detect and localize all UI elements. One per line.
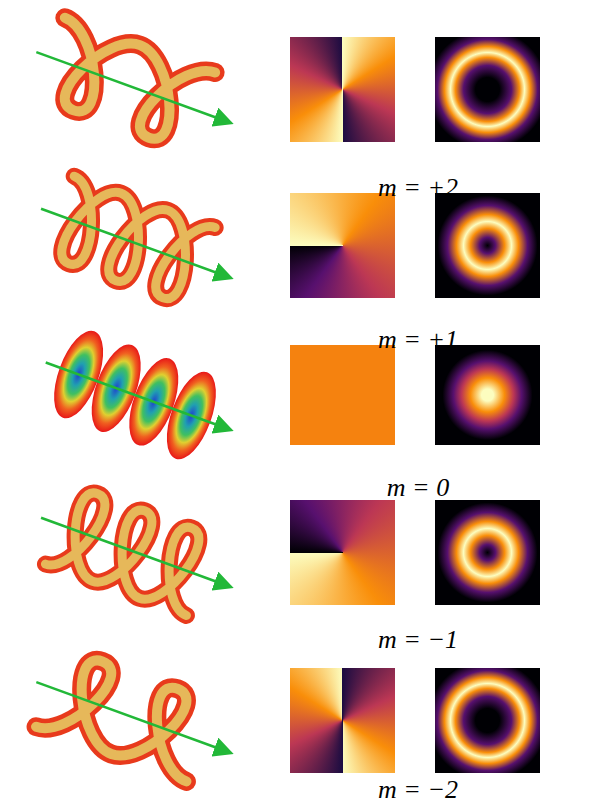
topological-charge-label: m = −2 <box>268 775 568 805</box>
intensity-map <box>435 345 540 445</box>
intensity-map <box>435 668 540 773</box>
phase-map <box>290 37 395 142</box>
topological-charge-label: m = −1 <box>268 625 568 655</box>
phase-map <box>290 345 395 445</box>
phase-map <box>290 193 395 298</box>
intensity-map <box>435 500 540 605</box>
helix-m1 <box>27 169 244 316</box>
intensity-map <box>435 37 540 142</box>
topological-charge-label: m = +1 <box>268 325 568 355</box>
intensity-map <box>435 193 540 298</box>
helix-m-1 <box>27 478 244 625</box>
helix-m-2 <box>22 643 243 792</box>
topological-charge-label: m = +2 <box>268 173 568 203</box>
phase-map <box>290 668 395 773</box>
plane-wavefronts <box>30 319 245 472</box>
topological-charge-label: m = 0 <box>268 473 568 503</box>
phase-map <box>290 500 395 605</box>
helix-m2 <box>22 13 243 162</box>
